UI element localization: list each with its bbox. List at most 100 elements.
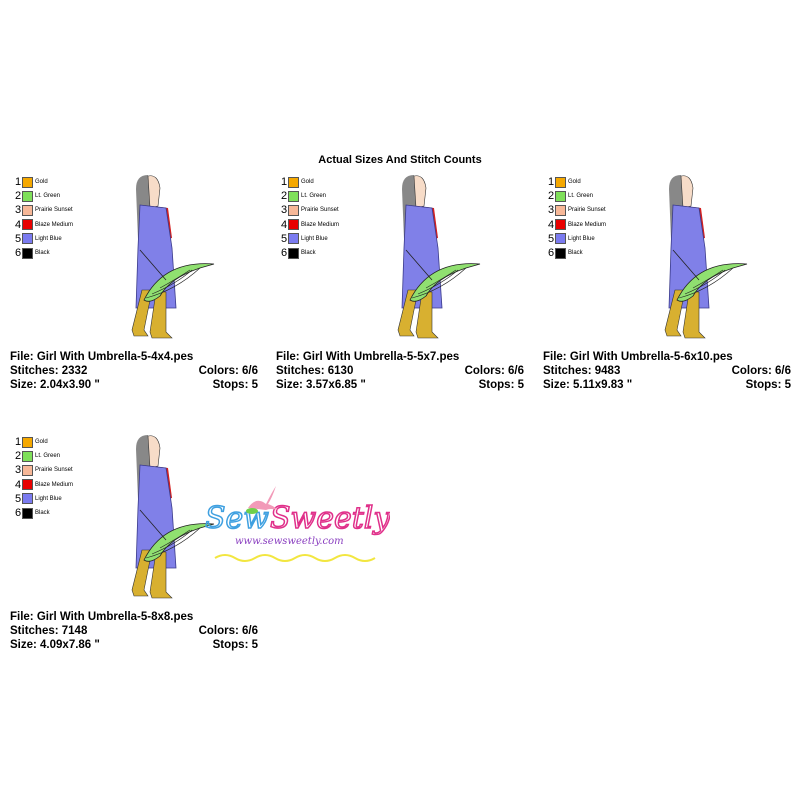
girl-with-umbrella-design-preview (131, 175, 215, 339)
legend-item: 1 Gold (15, 175, 73, 189)
legend-color-name: Prairie Sunset (301, 207, 339, 214)
legend-color-name: Blaze Medium (35, 481, 74, 488)
legend-color-name: Gold (35, 179, 48, 186)
legend-item: 6 Black (15, 506, 73, 520)
girl-with-umbrella-design-preview (131, 435, 215, 599)
color-swatch (288, 219, 299, 231)
legend-item: 2 Lt. Green (15, 449, 73, 463)
legend-number: 2 (548, 190, 555, 203)
color-swatch (22, 436, 33, 448)
legend-number: 5 (548, 232, 555, 245)
stop-count: Stops: 5 (212, 639, 258, 651)
girl-with-umbrella-design-preview (397, 175, 481, 339)
legend-item: 4 Blaze Medium (281, 218, 339, 232)
color-swatch (555, 219, 566, 231)
legend-color-name: Blaze Medium (301, 221, 340, 228)
legend-number: 5 (15, 492, 22, 505)
legend-number: 5 (281, 232, 288, 245)
design-size: Size: 2.04x3.90 " (10, 379, 100, 391)
svg-text:Sweetly: Sweetly (270, 501, 390, 536)
legend-number: 4 (281, 218, 288, 231)
stop-count: Stops: 5 (478, 379, 524, 391)
legend-number: 1 (15, 176, 22, 189)
color-swatch (22, 479, 33, 491)
design-info: File: Girl With Umbrella-5-5x7.pes Stitc… (276, 350, 524, 392)
legend-number: 6 (548, 247, 555, 260)
color-swatch (22, 247, 33, 259)
file-name: File: Girl With Umbrella-5-5x7.pes (276, 351, 460, 363)
color-count: Colors: 6/6 (198, 625, 258, 637)
stitch-count: Stitches: 9483 (543, 365, 621, 377)
legend-color-name: Black (35, 510, 50, 517)
color-swatch (22, 507, 33, 519)
design-panel: 1 Gold 2 Lt. Green 3 Prairie Sunset 4 Blaze Med… (10, 430, 258, 660)
page-title: Actual Sizes And Stitch Counts (318, 154, 482, 166)
legend-number: 6 (15, 507, 22, 520)
legend-number: 2 (15, 450, 22, 463)
legend-number: 3 (15, 204, 22, 217)
color-count: Colors: 6/6 (464, 365, 524, 377)
color-swatch (288, 204, 299, 216)
legend-number: 5 (15, 232, 22, 245)
color-swatch (22, 493, 33, 505)
color-swatch (288, 247, 299, 259)
legend-number: 4 (548, 218, 555, 231)
stitch-count: Stitches: 2332 (10, 365, 88, 377)
color-swatch (22, 464, 33, 476)
legend-item: 5 Light Blue (548, 232, 606, 246)
color-legend: 1 Gold 2 Lt. Green 3 Prairie Sunset 4 Blaze Med… (15, 435, 73, 520)
color-swatch (555, 247, 566, 259)
design-info: File: Girl With Umbrella-5-6x10.pes Stit… (543, 350, 791, 392)
legend-number: 3 (281, 204, 288, 217)
legend-color-name: Gold (568, 179, 581, 186)
legend-color-name: Lt. Green (301, 193, 327, 200)
legend-number: 3 (15, 464, 22, 477)
legend-color-name: Prairie Sunset (568, 207, 606, 214)
legend-color-name: Lt. Green (568, 193, 594, 200)
color-swatch (288, 176, 299, 188)
legend-color-name: Gold (301, 179, 314, 186)
legend-color-name: Gold (35, 439, 48, 446)
legend-number: 1 (281, 176, 288, 189)
legend-color-name: Black (35, 250, 50, 257)
legend-color-name: Light Blue (35, 495, 62, 502)
legend-number: 4 (15, 478, 22, 491)
file-name: File: Girl With Umbrella-5-4x4.pes (10, 351, 194, 363)
legend-item: 3 Prairie Sunset (548, 203, 606, 217)
legend-color-name: Light Blue (568, 235, 595, 242)
legend-number: 1 (15, 436, 22, 449)
stitch-count: Stitches: 6130 (276, 365, 354, 377)
legend-number: 4 (15, 218, 22, 231)
legend-item: 1 Gold (15, 435, 73, 449)
svg-text:www.sewsweetly.com: www.sewsweetly.com (235, 536, 344, 547)
design-size: Size: 5.11x9.83 " (543, 379, 633, 391)
color-swatch (22, 450, 33, 462)
color-swatch (22, 219, 33, 231)
legend-color-name: Lt. Green (35, 453, 61, 460)
color-swatch (22, 190, 33, 202)
color-swatch (288, 233, 299, 245)
legend-number: 6 (281, 247, 288, 260)
girl-with-umbrella-design-preview (664, 175, 748, 339)
color-swatch (555, 204, 566, 216)
color-swatch (22, 204, 33, 216)
legend-color-name: Prairie Sunset (35, 467, 73, 474)
color-swatch (22, 176, 33, 188)
design-info: File: Girl With Umbrella-5-4x4.pes Stitc… (10, 350, 258, 392)
file-name: File: Girl With Umbrella-5-8x8.pes (10, 611, 194, 623)
legend-number: 3 (548, 204, 555, 217)
stitch-count: Stitches: 7148 (10, 625, 88, 637)
color-count: Colors: 6/6 (731, 365, 791, 377)
color-swatch (22, 233, 33, 245)
